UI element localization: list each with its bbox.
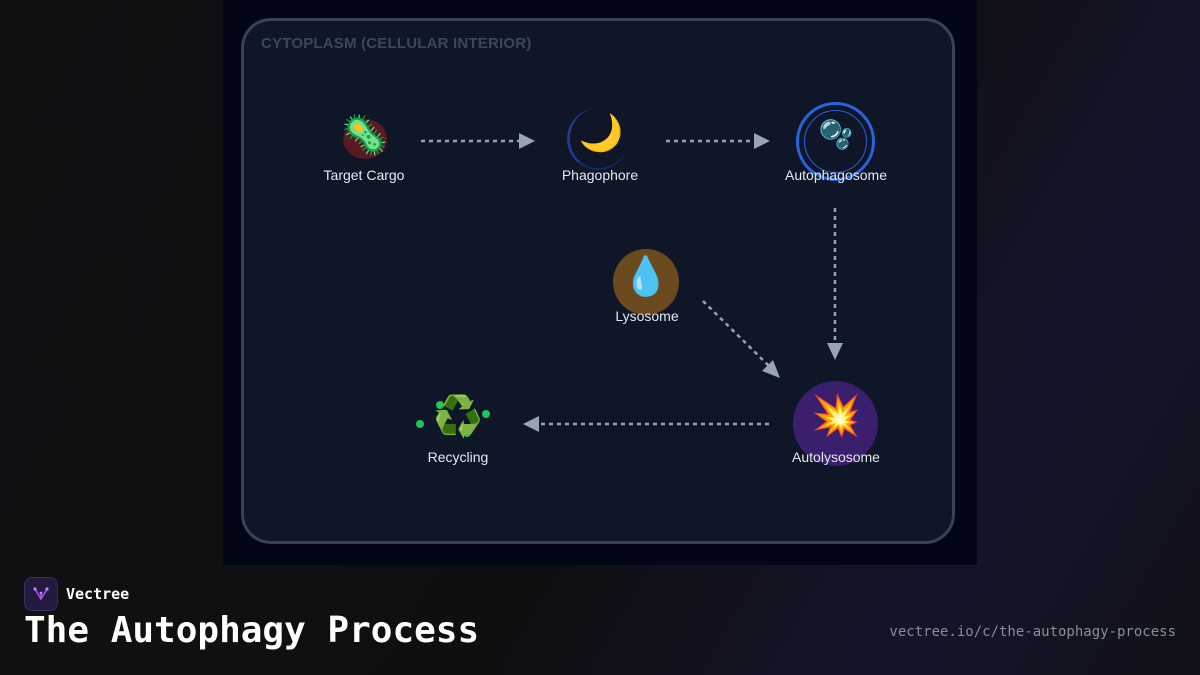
node-label-lysosome: Lysosome xyxy=(615,308,679,324)
brand-name: Vectree xyxy=(66,585,130,603)
cytoplasm-label: CYTOPLASM (CELLULAR INTERIOR) xyxy=(261,35,532,52)
recycled-particle xyxy=(463,429,471,437)
recycled-particle xyxy=(416,420,424,428)
source-url-link[interactable]: vectree.io/c/the-autophagy-process xyxy=(889,624,1176,640)
node-autophagosome: 🫧 Autophagosome xyxy=(783,100,889,185)
node-target-cargo: 🦠 Target Cargo xyxy=(319,105,409,185)
node-lysosome: 💧 Lysosome xyxy=(599,245,695,330)
lysosome-body xyxy=(613,249,679,315)
brand: Vectree xyxy=(24,577,129,611)
node-label-autophagosome: Autophagosome xyxy=(785,167,887,183)
recycled-particle xyxy=(436,401,444,409)
page-title: The Autophagy Process xyxy=(24,610,480,651)
cargo-backdrop xyxy=(343,119,387,159)
autophagosome-inner-membrane xyxy=(804,110,867,173)
node-label-phagophore: Phagophore xyxy=(561,167,639,183)
diagram-stage: CYTOPLASM (CELLULAR INTERIOR) 🦠 Target C… xyxy=(223,0,977,565)
collision-icon: 💥 xyxy=(811,392,861,439)
bubbles-icon: 🫧 xyxy=(818,117,854,151)
droplet-icon: 💧 xyxy=(622,253,670,298)
node-autolysosome: 💥 Autolysosome xyxy=(783,380,889,470)
microbe-icon: 🦠 xyxy=(341,112,389,157)
crescent-moon-icon: 🌙 xyxy=(578,113,624,154)
node-label-autolysosome: Autolysosome xyxy=(792,449,880,465)
autolysosome-body xyxy=(793,381,878,466)
phagophore-membrane xyxy=(567,108,629,170)
autophagosome-outer-membrane xyxy=(796,102,875,181)
node-recycling: ♻️ Recycling xyxy=(413,385,503,470)
node-phagophore: 🌙 Phagophore xyxy=(553,100,647,185)
node-label-recycling: Recycling xyxy=(427,449,489,465)
recycle-icon: ♻️ xyxy=(433,393,483,440)
node-label-target-cargo: Target Cargo xyxy=(323,167,405,183)
vectree-logo-icon xyxy=(24,577,58,611)
recycled-particle xyxy=(482,410,490,418)
